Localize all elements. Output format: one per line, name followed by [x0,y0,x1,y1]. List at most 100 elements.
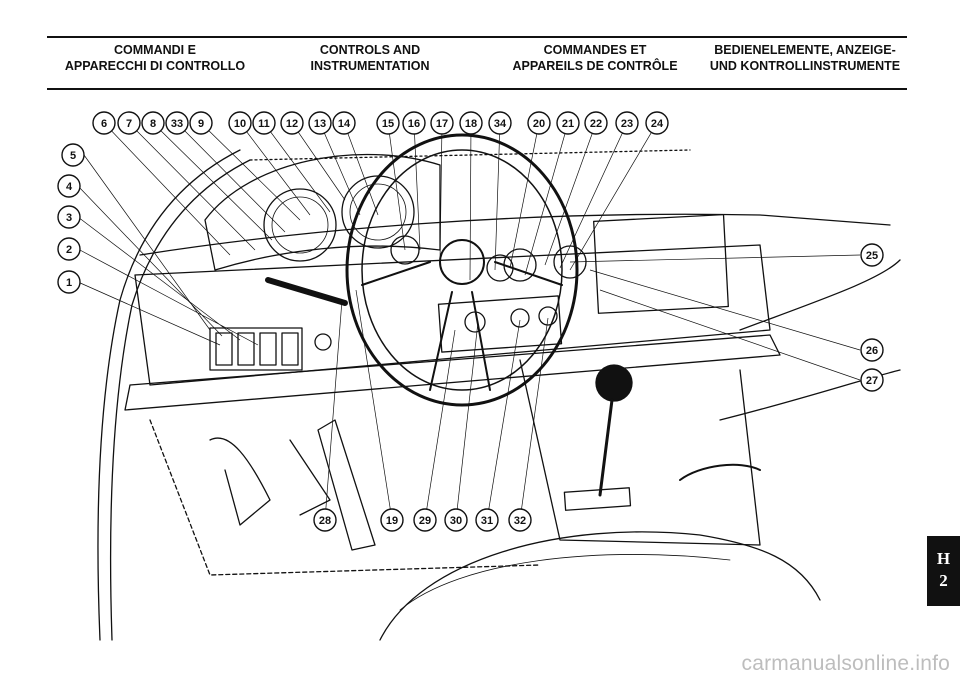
callout-24: 24 [645,111,669,135]
section-tab-letter: H [936,549,951,568]
header-english-line2: INSTRUMENTATION [310,59,430,73]
callout-9: 9 [189,111,213,135]
brake-pedal [289,439,331,516]
svg-text:31: 31 [481,515,493,527]
ignition-panel [437,295,563,353]
callout-4: 4 [57,174,81,198]
svg-text:5: 5 [70,150,76,162]
svg-text:33: 33 [171,118,183,130]
dash-lower-rail [124,334,781,411]
dash-fascia [134,244,771,386]
callout-19: 19 [380,508,404,532]
header-bottom-rule [47,88,907,90]
callout-1: 1 [57,270,81,294]
svg-text:21: 21 [562,118,574,130]
svg-text:26: 26 [866,345,878,357]
callout-13: 13 [308,111,332,135]
seat [379,531,821,641]
section-tab-number: 2 [939,571,948,590]
callout-10: 10 [228,111,252,135]
callout-5: 5 [61,143,85,167]
callout-34: 34 [488,111,512,135]
header-english-line1: CONTROLS AND [319,43,421,57]
callouts-left-column: 5 4 3 2 1 [57,143,85,294]
svg-text:2: 2 [66,244,72,256]
watermark: carmanualsonline.info [741,652,950,675]
svg-text:6: 6 [101,118,107,130]
callout-8: 8 [141,111,165,135]
callout-3: 3 [57,205,81,229]
header-french-line1: COMMANDES ET [543,43,647,57]
header-french-line2: APPAREILS DE CONTRÔLE [512,59,678,73]
callout-15: 15 [376,111,400,135]
callout-22: 22 [584,111,608,135]
callouts-right-column: 25 26 27 [860,243,884,392]
gear-knob [595,364,633,402]
svg-text:8: 8 [150,118,156,130]
svg-text:20: 20 [533,118,545,130]
svg-text:17: 17 [436,118,448,130]
callout-29: 29 [413,508,437,532]
callout-33: 33 [165,111,189,135]
callout-2: 2 [57,237,81,261]
svg-text:18: 18 [465,118,477,130]
knob-left [314,333,332,351]
callout-27: 27 [860,368,884,392]
steering-hub [439,239,485,285]
a-pillar-inner [109,159,251,641]
callout-18: 18 [459,111,483,135]
svg-text:3: 3 [66,212,72,224]
console [519,359,761,546]
callout-23: 23 [615,111,639,135]
floor [149,419,541,576]
svg-text:30: 30 [450,515,462,527]
svg-text:25: 25 [866,250,878,262]
callout-6: 6 [92,111,116,135]
stalk-left [265,277,348,306]
callout-12: 12 [280,111,304,135]
switch-bank [209,327,303,371]
gauge-small-1 [390,235,420,265]
header-french: COMMANDES ET APPAREILS DE CONTRÔLE [490,42,700,74]
callout-21: 21 [556,111,580,135]
dash-top [139,213,891,256]
section-tab: H 2 [927,536,960,606]
svg-text:10: 10 [234,118,246,130]
gear-gate [563,487,632,511]
binnacle [204,153,441,271]
header-italian-line1: COMMANDI E [114,43,196,57]
callout-26: 26 [860,338,884,362]
clutch-pedal [209,437,271,526]
header-top-rule [47,36,907,38]
header-italian-line2: APPARECCHI DI CONTROLLO [64,59,246,73]
steering-wheel [345,133,579,407]
svg-text:19: 19 [386,515,398,527]
steering-spokes [361,261,563,391]
header-german-line1: BEDIENELEMENTE, ANZEIGE- [714,43,896,57]
svg-text:1: 1 [66,277,72,289]
leader-lines [77,122,861,521]
svg-text:23: 23 [621,118,633,130]
header-german: BEDIENELEMENTE, ANZEIGE- UND KONTROLLINS… [700,42,910,74]
callout-28: 28 [313,508,337,532]
glovebox-panel [593,213,729,314]
callouts-top-row: 6 7 8 33 9 10 11 12 13 14 15 16 17 18 34… [92,111,669,135]
header-italian: COMMANDI E APPARECCHI DI CONTROLLO [30,42,280,74]
callout-25: 25 [860,243,884,267]
svg-text:4: 4 [66,181,73,193]
svg-text:15: 15 [382,118,394,130]
svg-text:32: 32 [514,515,526,527]
svg-text:11: 11 [258,118,270,130]
svg-text:34: 34 [494,118,507,130]
callout-16: 16 [402,111,426,135]
callout-32: 32 [508,508,532,532]
callout-30: 30 [444,508,468,532]
callout-14: 14 [332,111,356,135]
gauge-left-large [263,188,337,262]
svg-text:28: 28 [319,515,331,527]
handbrake [679,463,761,481]
svg-text:9: 9 [198,118,204,130]
svg-text:27: 27 [866,375,878,387]
svg-text:24: 24 [651,118,664,130]
